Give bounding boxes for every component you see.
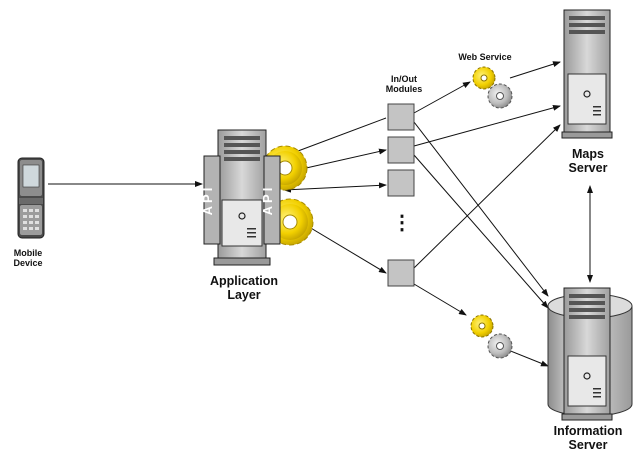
- module-ellipsis: ⋮: [392, 212, 412, 234]
- arrow-module1-to-webservice: [413, 81, 471, 114]
- maps-server-icon: [561, 9, 613, 139]
- module-box: [387, 136, 415, 164]
- maps-server-label: Maps Server: [552, 147, 624, 176]
- application-layer-label-line1: Application: [209, 274, 279, 288]
- mobile-device-label-line2: Device: [13, 258, 43, 269]
- in-out-modules-label-line2: Modules: [385, 84, 423, 95]
- application-layer-label-line2: Layer: [227, 288, 261, 303]
- mobile-device-label: Mobile Device: [6, 248, 50, 269]
- application-layer-label: Application Layer: [200, 274, 288, 303]
- arrow-module4-to-gears: [413, 283, 467, 316]
- information-server-label: Information Server: [544, 424, 632, 453]
- in-out-modules: [387, 103, 415, 287]
- gear-icon: [470, 314, 494, 338]
- mobile-phone-icon: [17, 157, 45, 239]
- module-box: [387, 103, 415, 131]
- arrow-app-module3: [283, 182, 387, 193]
- web-service-gears: [472, 66, 513, 109]
- arrow-module1-to-info: [413, 121, 549, 297]
- arrow-module4-to-maps: [413, 124, 561, 269]
- in-out-modules-label-line1: In/Out: [391, 74, 417, 84]
- information-server-label-line2: Server: [568, 438, 608, 453]
- api-label-right: API: [260, 185, 275, 216]
- gear-icon: [487, 333, 513, 359]
- gear-icon: [472, 66, 496, 90]
- gear-icon: [487, 83, 513, 109]
- in-out-modules-label: In/Out Modules: [376, 74, 432, 95]
- arrow-webservice-to-maps: [509, 61, 561, 79]
- arrow-module2-to-info: [413, 154, 549, 309]
- information-gears: [470, 314, 513, 359]
- mobile-device-label-line1: Mobile: [13, 248, 43, 258]
- connection-arrows: [48, 61, 593, 367]
- module-box: [387, 259, 415, 287]
- maps-server-label-line1: Maps: [572, 147, 604, 161]
- arrow-module2-to-maps: [413, 104, 561, 147]
- information-server-label-line1: Information: [553, 424, 623, 438]
- api-label-left: API: [200, 185, 215, 216]
- information-server-icon: [561, 287, 613, 421]
- application-server-icon: [203, 129, 281, 266]
- maps-server-label-line2: Server: [568, 161, 608, 176]
- web-service-label: Web Service: [458, 52, 512, 62]
- arrow-gears-to-info: [507, 349, 549, 367]
- module-box: [387, 169, 415, 197]
